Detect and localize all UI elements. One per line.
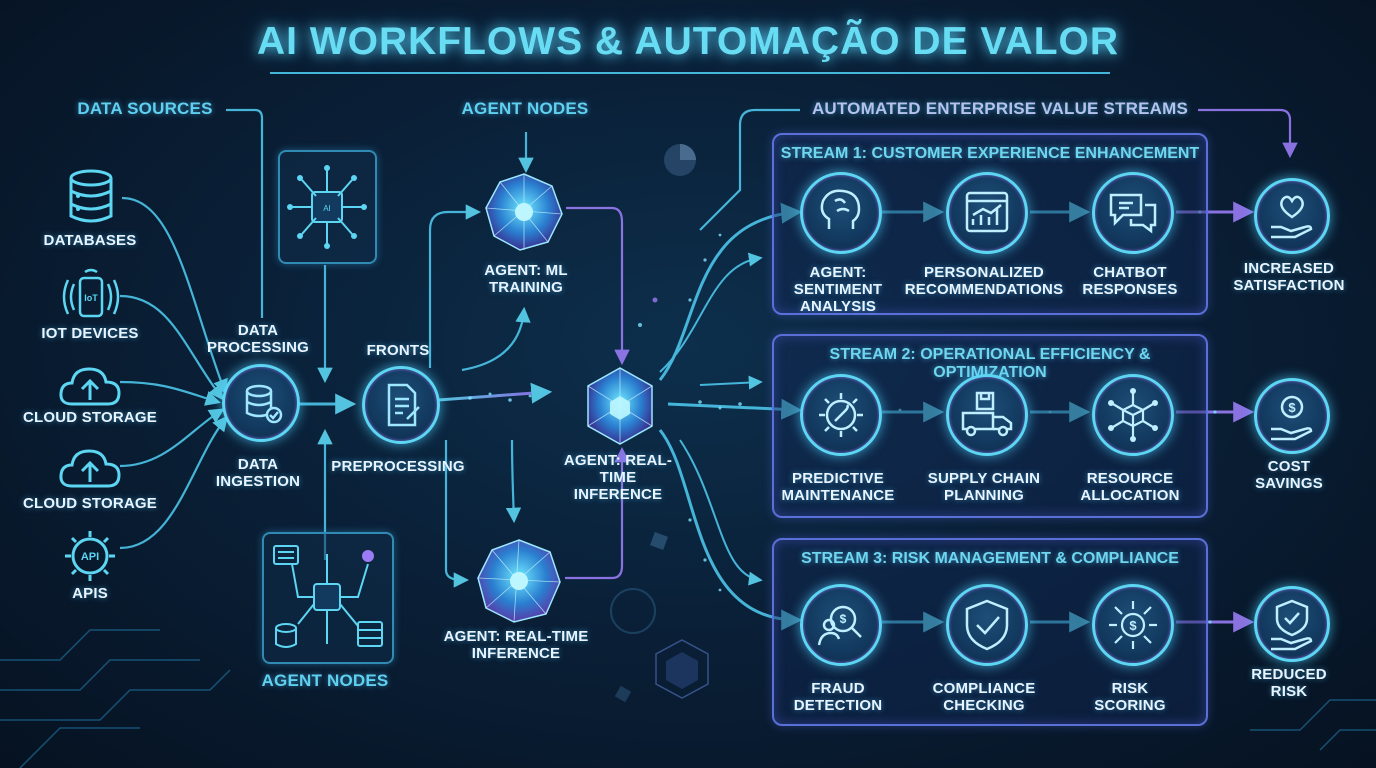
agent-bottom-label: AGENT: REAL-TIME INFERENCE — [443, 628, 589, 662]
step-label-chatbot: CHATBOT RESPONSES — [1082, 264, 1178, 298]
source-label-cloud-2: CLOUD STORAGE — [23, 495, 157, 512]
stream-title-1: STREAM 1: CUSTOMER EXPERIENCE ENHANCEMEN… — [780, 145, 1200, 162]
step-label-resource: RESOURCE ALLOCATION — [1080, 470, 1180, 504]
iot-device-icon: IoT — [62, 266, 120, 320]
data-processing-label: DATA PROCESSING — [206, 322, 310, 356]
outcome-label-risk: REDUCED RISK — [1251, 666, 1327, 700]
cloud-upload-icon — [58, 364, 122, 408]
agent-ml-training-node — [482, 170, 566, 254]
step-label-supply-chain: SUPPLY CHAIN PLANNING — [927, 470, 1041, 504]
agent-nodes-header-top: AGENT NODES — [461, 99, 589, 118]
truck-icon — [946, 374, 1028, 456]
money-hand-icon: $ — [1254, 378, 1330, 454]
value-streams-header: AUTOMATED ENTERPRISE VALUE STREAMS — [811, 99, 1189, 118]
processor-chip-top: AI — [278, 150, 377, 264]
stream-title-3: STREAM 3: RISK MANAGEMENT & COMPLIANCE — [801, 550, 1179, 567]
outcome-label-cost: COST SAVINGS — [1255, 458, 1323, 492]
chart-window-icon — [946, 172, 1028, 254]
database-icon — [66, 168, 116, 226]
svg-text:$: $ — [1129, 618, 1137, 633]
fronts-label: FRONTS — [366, 342, 430, 359]
agent-bottom-node — [474, 536, 564, 626]
agent-center-label: AGENT: REAL-TIME INFERENCE — [563, 452, 673, 503]
risk-dollar-icon: $ — [1092, 584, 1174, 666]
step-label-recommendations: PERSONALIZED RECOMMENDATIONS — [904, 264, 1064, 298]
step-label-sentiment: AGENT: SENTIMENT ANALYSIS — [793, 264, 883, 315]
svg-text:AI: AI — [323, 204, 331, 213]
step-label-fraud: FRAUD DETECTION — [793, 680, 883, 714]
gear-wrench-icon — [800, 374, 882, 456]
data-ingestion-label: DATA INGESTION — [215, 456, 301, 490]
outcome-label-satisfaction: INCREASED SATISFACTION — [1233, 260, 1345, 294]
cloud-upload-icon — [58, 446, 122, 490]
agent-nodes-header-bottom: AGENT NODES — [261, 671, 389, 690]
agent-center-node — [578, 364, 662, 448]
agent-nodes-chip — [262, 532, 394, 664]
data-sources-header: DATA SOURCES — [77, 99, 213, 118]
heart-hand-icon — [1254, 178, 1330, 254]
source-label-apis: APIs — [72, 585, 108, 602]
svg-text:API: API — [81, 551, 99, 563]
source-label-cloud-1: CLOUD STORAGE — [23, 409, 157, 426]
step-label-compliance: COMPLIANCE CHECKING — [932, 680, 1036, 714]
data-ingestion-node — [222, 364, 300, 442]
source-label-iot: IoT DEVICES — [41, 325, 139, 342]
svg-text:$: $ — [840, 612, 847, 626]
step-label-maintenance: PREDICTIVE MAINTENANCE — [781, 470, 895, 504]
stream-title-2: STREAM 2: OPERATIONAL EFFICIENCY & OPTIM… — [829, 346, 1151, 381]
page-title: AI WORKFLOWS & AUTOMAÇÃO DE VALOR — [256, 20, 1120, 63]
agent-ml-training-label: AGENT: ML TRAINING — [484, 262, 568, 296]
network-cube-icon — [1092, 374, 1174, 456]
source-label-databases: DATABASES — [43, 232, 137, 249]
shield-check-icon — [946, 584, 1028, 666]
preprocessing-label: PREPROCESSING — [331, 458, 465, 475]
svg-text:$: $ — [1288, 400, 1296, 415]
svg-text:IoT: IoT — [84, 293, 98, 303]
shield-hand-icon — [1254, 586, 1330, 662]
chat-bubbles-icon — [1092, 172, 1174, 254]
api-gear-icon: API — [62, 528, 118, 584]
fraud-search-icon: $ — [800, 584, 882, 666]
preprocessing-node — [362, 366, 440, 444]
brain-icon — [800, 172, 882, 254]
step-label-risk-scoring: RISK SCORING — [1094, 680, 1166, 714]
